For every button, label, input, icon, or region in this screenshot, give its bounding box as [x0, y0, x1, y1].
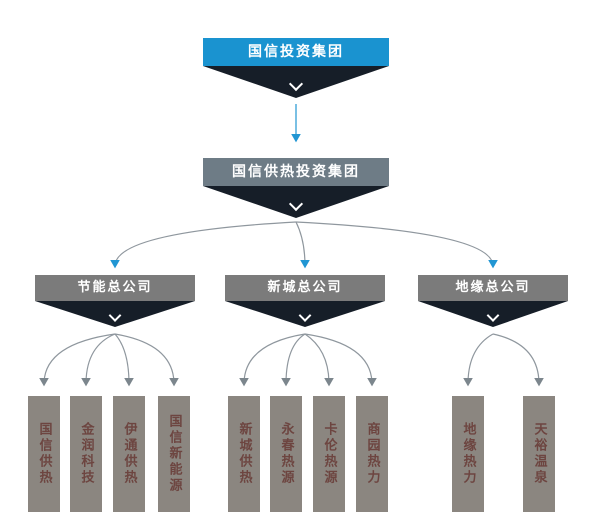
connector-division-1-to-leaf-2 — [304, 333, 334, 387]
chevron-down-icon — [288, 76, 304, 92]
division-node-1: 新城总公司 — [225, 275, 385, 327]
division-node-label: 节能总公司 — [35, 275, 195, 301]
division-node-pennant — [225, 301, 385, 327]
connector-division-1-to-leaf-1 — [281, 333, 306, 387]
division-node-pennant — [35, 301, 195, 327]
leaf-node-label: 金润科技 — [78, 422, 94, 486]
connector-division-1-to-leaf-0 — [239, 333, 306, 387]
division-node-2: 地缘总公司 — [418, 275, 568, 327]
level2-node-pennant — [203, 186, 389, 218]
leaf-node-1-0: 新城供热 — [228, 396, 260, 512]
connector-division-1-to-leaf-3 — [304, 333, 377, 387]
leaf-node-label: 卡伦热源 — [321, 422, 337, 486]
division-node-label: 地缘总公司 — [418, 275, 568, 301]
leaf-node-0-3: 国信新能源 — [158, 396, 190, 512]
leaf-node-2-0: 地缘热力 — [452, 396, 484, 512]
connector-division-0-to-leaf-0 — [39, 333, 116, 387]
root-node: 国信投资集团 — [203, 38, 389, 98]
connector-division-0-to-leaf-2 — [114, 333, 134, 387]
root-node-pennant — [203, 66, 389, 98]
connector-division-0-to-leaf-1 — [81, 333, 116, 387]
chevron-down-icon — [108, 309, 122, 322]
connector-division-2-to-leaf-0 — [463, 333, 494, 387]
leaf-node-label: 国信新能源 — [166, 414, 182, 494]
chevron-down-icon — [288, 196, 304, 212]
root-node-label: 国信投资集团 — [203, 38, 389, 66]
leaf-node-label: 商园热力 — [364, 422, 380, 486]
level2-node-label: 国信供热投资集团 — [203, 158, 389, 186]
leaf-node-label: 永春热源 — [278, 422, 294, 486]
leaf-node-label: 伊通供热 — [121, 422, 137, 486]
leaf-node-label: 天裕温泉 — [531, 422, 547, 486]
leaf-node-1-1: 永春热源 — [270, 396, 302, 512]
connector-level2-to-division-0 — [110, 221, 297, 269]
leaf-node-label: 地缘热力 — [460, 422, 476, 486]
connector-division-0-to-leaf-3 — [114, 333, 179, 387]
level2-node: 国信供热投资集团 — [203, 158, 389, 218]
leaf-node-label: 新城供热 — [236, 422, 252, 486]
division-node-0: 节能总公司 — [35, 275, 195, 327]
connector-level2-to-division-1 — [295, 221, 310, 269]
chevron-down-icon — [298, 309, 312, 322]
division-node-label: 新城总公司 — [225, 275, 385, 301]
division-node-pennant — [418, 301, 568, 327]
leaf-node-2-1: 天裕温泉 — [523, 396, 555, 512]
chevron-down-icon — [486, 309, 500, 322]
leaf-node-0-2: 伊通供热 — [113, 396, 145, 512]
leaf-node-1-3: 商园热力 — [356, 396, 388, 512]
leaf-node-0-1: 金润科技 — [70, 396, 102, 512]
connector-level2-to-division-2 — [295, 221, 498, 269]
leaf-node-label: 国信供热 — [36, 422, 52, 486]
connector-division-2-to-leaf-1 — [492, 333, 544, 387]
leaf-node-1-2: 卡伦热源 — [313, 396, 345, 512]
leaf-node-0-0: 国信供热 — [28, 396, 60, 512]
